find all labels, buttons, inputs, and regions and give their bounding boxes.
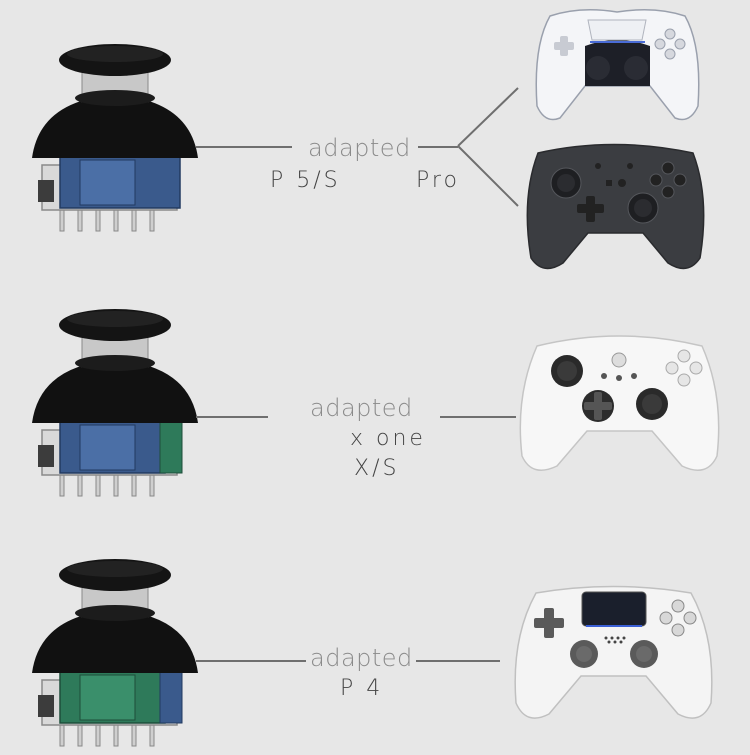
platform-label-3a: P 4 — [340, 676, 384, 701]
face-buttons-icon — [665, 349, 703, 387]
xbox-controller — [519, 335, 720, 471]
joystick-module-1 — [32, 44, 198, 232]
connector-line-3b — [416, 660, 500, 662]
face-buttons-icon — [649, 161, 687, 199]
ps5-controller — [535, 9, 700, 121]
dpad-icon — [577, 196, 604, 222]
connector-line-1b — [418, 146, 458, 148]
dpad-cross — [584, 392, 612, 420]
connector-line-1a — [196, 146, 292, 148]
ps4-controller — [514, 585, 713, 719]
joystick-side-module — [159, 666, 183, 724]
joystick-dome — [32, 95, 198, 158]
touchpad — [581, 591, 647, 627]
adapted-label-1: adapted — [308, 134, 411, 162]
adapted-label-3: adapted — [310, 644, 413, 672]
adapted-label-2: adapted — [310, 394, 413, 422]
face-buttons-icon — [659, 599, 697, 637]
platform-label-2a: x one — [350, 426, 426, 451]
dpad-icon — [534, 608, 564, 638]
xbox-button-icon — [611, 352, 627, 368]
joystick-module-2 — [32, 309, 198, 497]
joystick-dome — [32, 360, 198, 423]
platform-label-2b: X/S — [354, 456, 400, 481]
face-buttons-icon — [654, 28, 686, 60]
dpad-icon — [554, 36, 574, 56]
joystick-module-3 — [32, 559, 198, 747]
speaker-grille-icon — [604, 636, 626, 644]
joystick-side-module — [159, 416, 183, 474]
switch-pro-controller — [526, 143, 705, 270]
joystick-dome — [32, 610, 198, 673]
platform-label-1a: P 5/S — [270, 168, 341, 193]
platform-label-1b: Pro — [416, 168, 460, 193]
connector-line-2b — [440, 416, 516, 418]
connector-line-3a — [196, 660, 306, 662]
branch-lines-1 — [457, 87, 519, 207]
connector-line-2a — [196, 416, 268, 418]
